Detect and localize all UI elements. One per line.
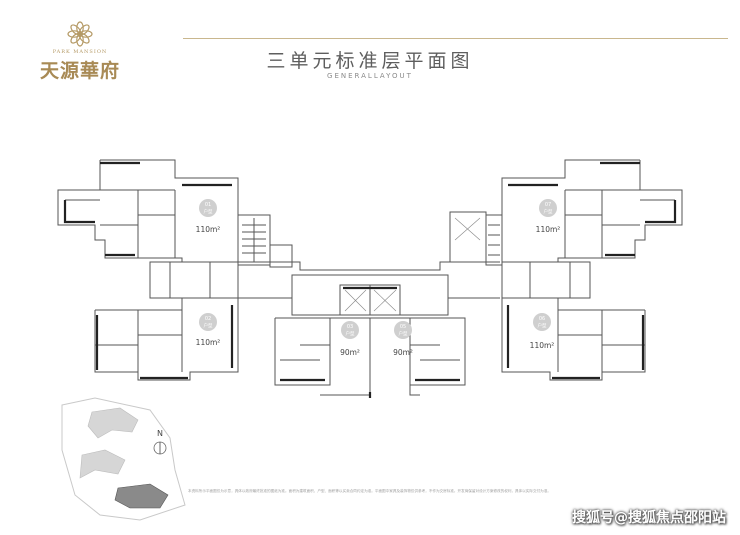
- unit-type: 户型: [544, 208, 553, 215]
- unit-type: 户型: [538, 322, 547, 329]
- disclaimer-text: 本资料所示平面图仅为示意，具体以政府最终批准的图纸为准。面积为建筑面积，户型、面…: [188, 489, 551, 493]
- unit-area: 110m²: [536, 225, 561, 234]
- unit-type: 户型: [204, 322, 213, 329]
- unit-type: 户型: [346, 330, 355, 337]
- right-wing: [449, 159, 683, 381]
- page-subtitle: GENERALLAYOUT: [327, 72, 413, 80]
- unit-marker: [341, 321, 359, 339]
- right-wing-walls: [506, 161, 677, 380]
- unit-marker: [199, 199, 217, 217]
- elevator-icon: [344, 217, 481, 312]
- unit-label: 01 户型 110m²: [196, 199, 221, 234]
- brand-logo: PARK MANSION 天源華府: [30, 20, 130, 83]
- page-title: 三单元标准层平面图: [266, 50, 474, 72]
- unit-label: 05 户型 90m²: [393, 321, 413, 357]
- unit-marker: [199, 313, 217, 331]
- unit-label: 02 户型 110m²: [196, 313, 221, 347]
- center-walls: [280, 286, 460, 398]
- unit-marker: [394, 321, 412, 339]
- unit-label: 07 户型 110m²: [536, 199, 561, 234]
- unit-area: 110m²: [530, 341, 555, 350]
- center-block: [238, 261, 500, 396]
- unit-area: 110m²: [196, 225, 221, 234]
- unit-label: 03 户型 90m²: [340, 321, 360, 357]
- unit-code: 07: [545, 202, 551, 208]
- unit-label: 06 户型 110m²: [530, 313, 555, 350]
- unit-code: 01: [205, 202, 211, 208]
- unit-marker: [533, 313, 551, 331]
- unit-code: 02: [205, 316, 211, 322]
- unit-code: 06: [539, 316, 545, 322]
- unit-area: 90m²: [393, 348, 413, 357]
- site-keymap: N: [61, 397, 186, 521]
- left-wing: [57, 159, 293, 381]
- unit-area: 90m²: [340, 348, 360, 357]
- unit-code: 03: [347, 324, 353, 330]
- watermark: 搜狐号@搜狐焦点邵阳站: [572, 510, 726, 526]
- unit-type: 户型: [399, 330, 408, 337]
- unit-area: 110m²: [196, 338, 221, 347]
- header-divider: [183, 38, 728, 39]
- brand-name-cn: 天源華府: [39, 60, 120, 82]
- unit-marker: [539, 199, 557, 217]
- lotus-icon: [67, 21, 93, 47]
- unit-code: 05: [400, 324, 406, 330]
- left-wing-walls: [63, 161, 234, 380]
- unit-type: 户型: [204, 208, 213, 215]
- brand-name-en: PARK MANSION: [52, 49, 108, 55]
- compass-label: N: [157, 429, 163, 438]
